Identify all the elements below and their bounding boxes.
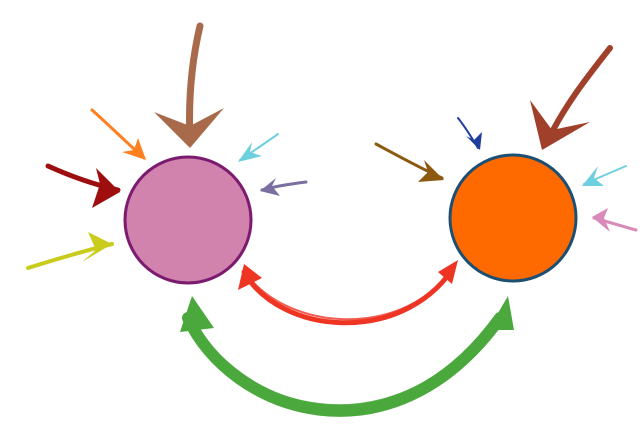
incoming-arrow-cyan bbox=[582, 165, 627, 186]
incoming-arrow-pink bbox=[592, 208, 638, 232]
incoming-arrow-ochre bbox=[374, 142, 444, 182]
incoming-arrow-darkred bbox=[45, 163, 121, 208]
red-connector bbox=[238, 260, 458, 326]
right-circle bbox=[448, 153, 578, 283]
incoming-arrow-orange bbox=[90, 108, 146, 160]
incoming-arrow-brown bbox=[154, 22, 224, 148]
green-connector bbox=[180, 296, 514, 417]
incoming-arrow-yellow bbox=[26, 232, 114, 270]
incoming-arrow-lightblue bbox=[238, 133, 279, 162]
incoming-arrow-slate bbox=[260, 178, 308, 196]
left-circle bbox=[123, 155, 253, 285]
incoming-arrow-navy bbox=[457, 117, 482, 150]
incoming-arrow-rust bbox=[530, 45, 613, 150]
